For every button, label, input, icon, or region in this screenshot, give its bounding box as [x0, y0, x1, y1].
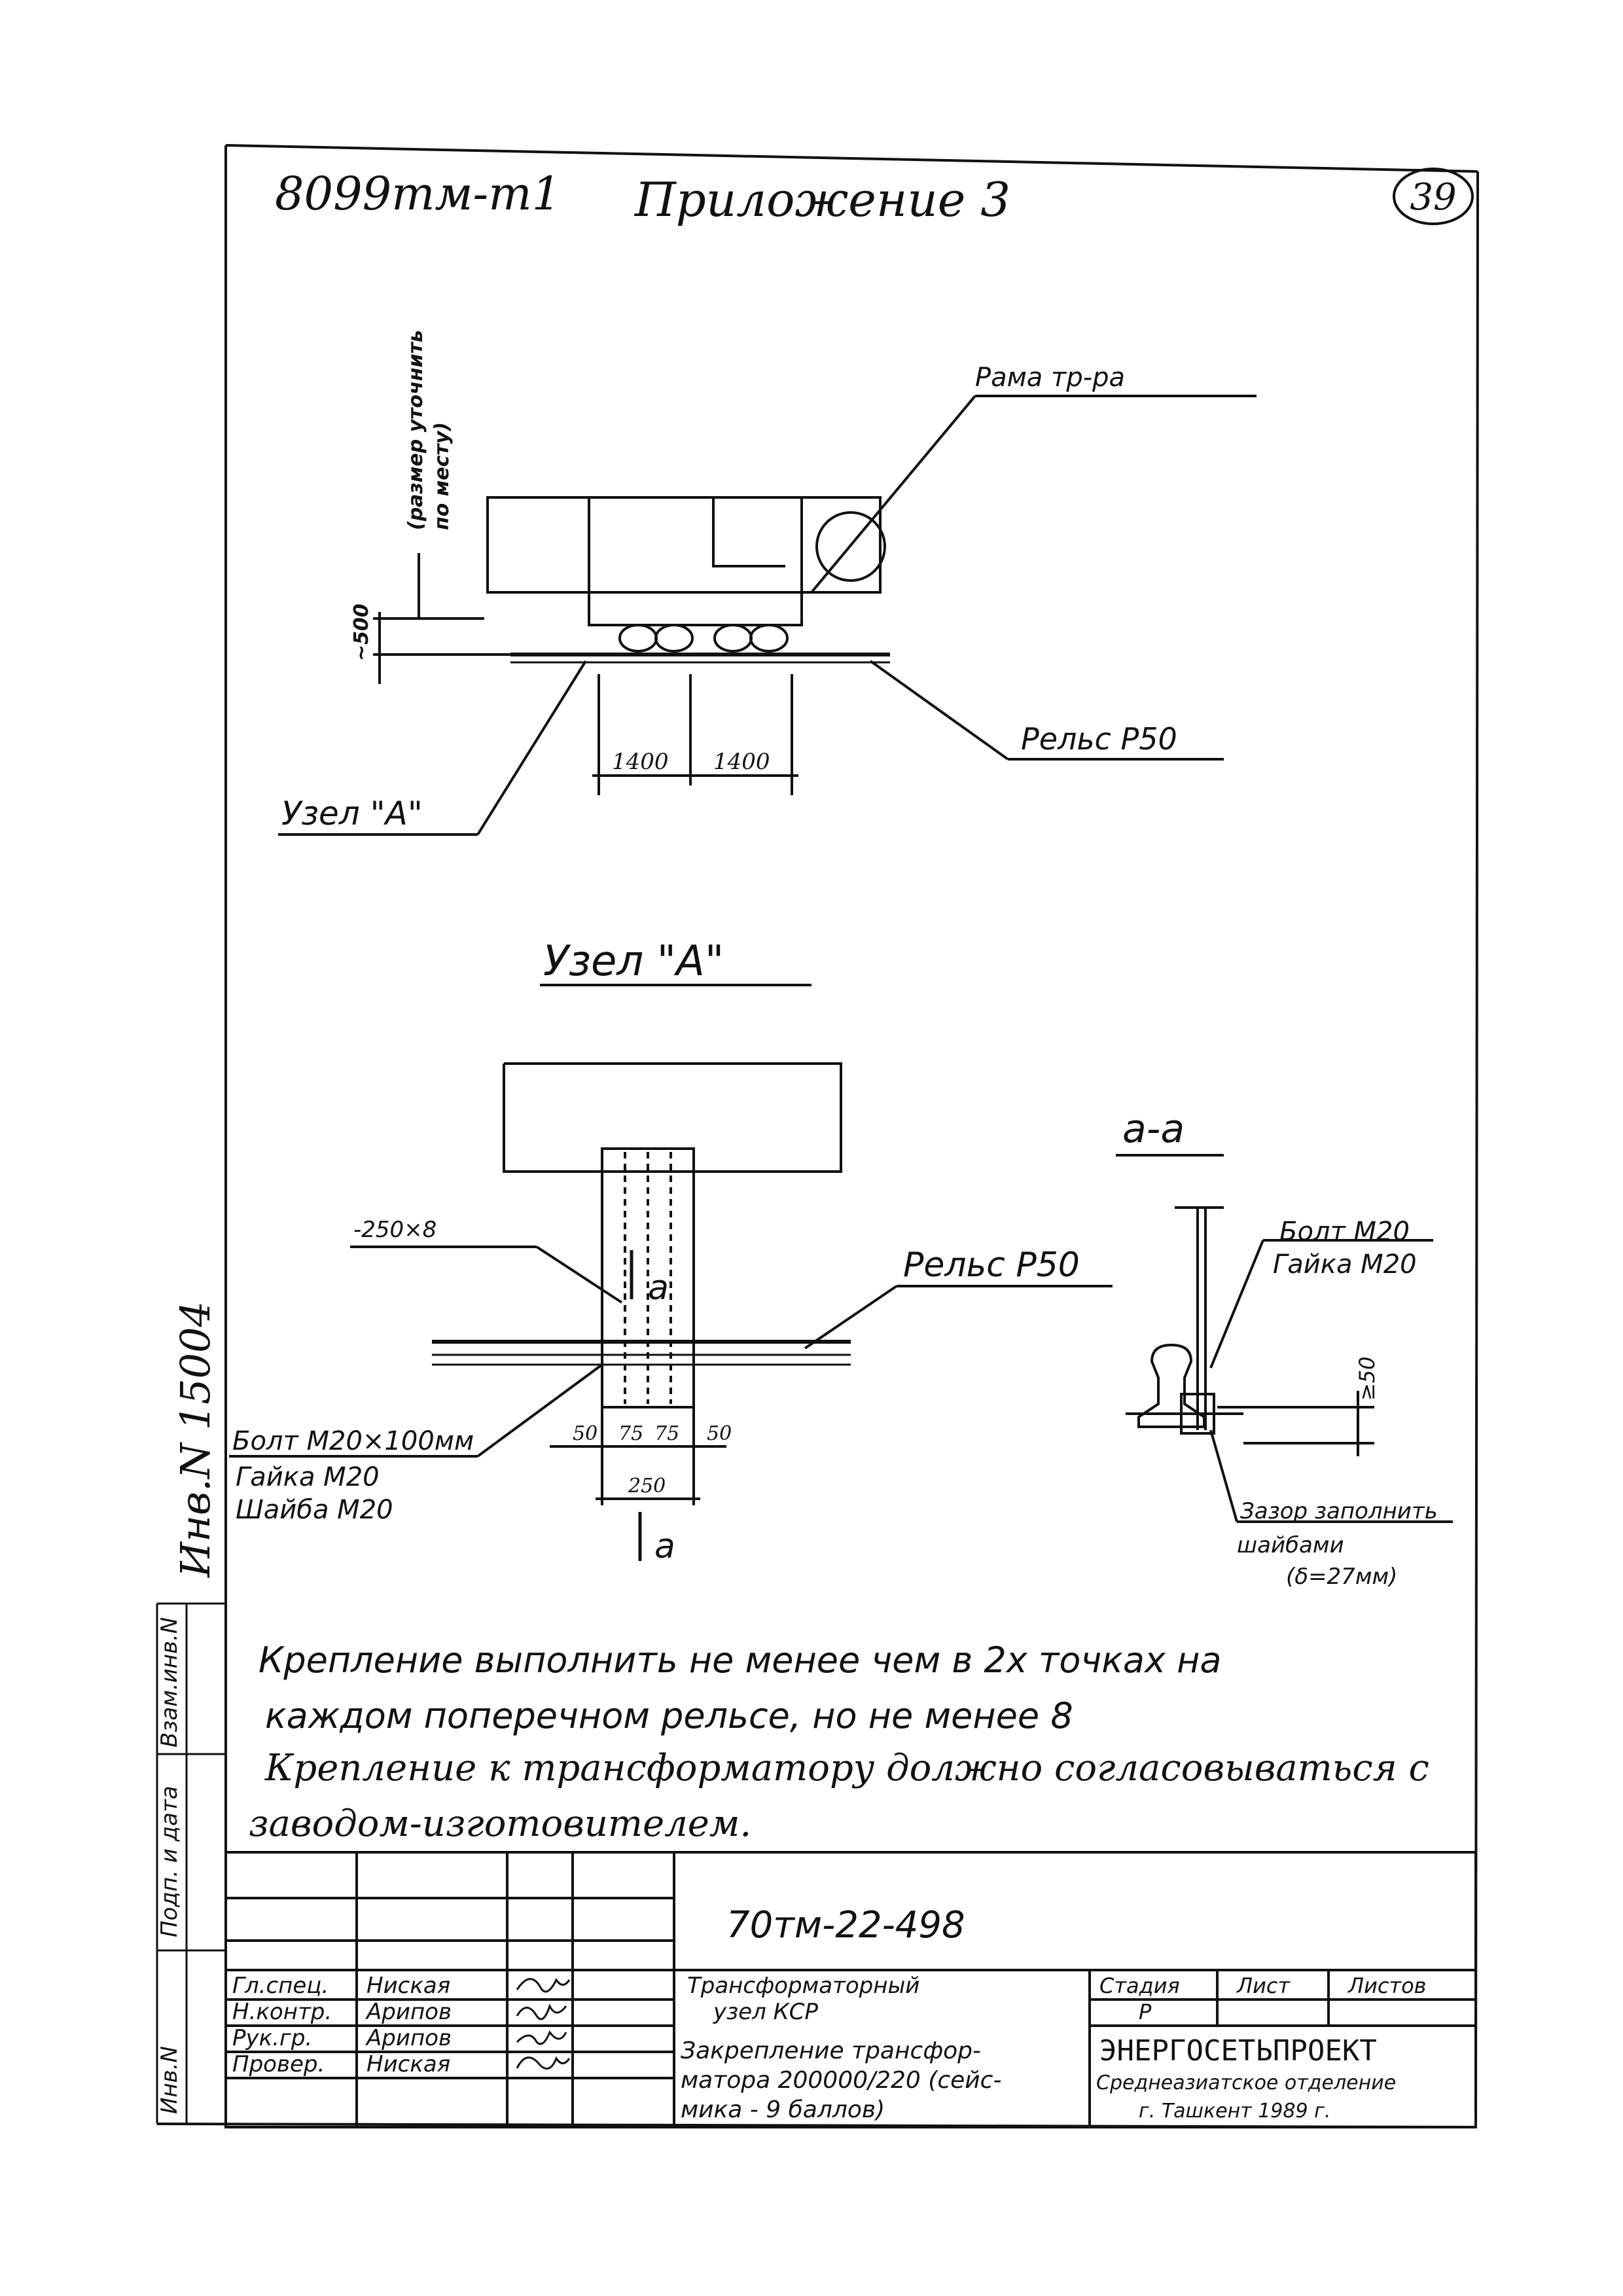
drawing-title-line2: матора 200000/220 (сейс- [681, 2067, 1001, 2094]
tb-name-2: Арипов [365, 2025, 452, 2051]
tb-role-0: Гл.спец. [232, 1973, 329, 1999]
appendix-title: Приложение 3 [633, 172, 1010, 227]
fastener-bolt: Болт М20×100мм [232, 1426, 474, 1456]
tb-role-3: Провер. [232, 2051, 325, 2077]
side-label-podp: Подп. и дата [156, 1785, 183, 1937]
org-branch: Среднеазиатское отделение [1096, 2072, 1396, 2094]
tb-role-1: Н.контр. [232, 1999, 332, 2025]
drawing-title-line3: мика - 9 баллов) [681, 2096, 885, 2123]
stage-value: Р [1139, 2000, 1152, 2024]
gap-note-line2: шайбами [1237, 1532, 1344, 1558]
label-rail-top: Рельс Р50 [1021, 721, 1177, 757]
page-number-circle [1393, 168, 1474, 225]
section-bolt: Болт М20 [1279, 1217, 1410, 1247]
label-frame: Рама тр-ра [975, 363, 1125, 393]
top-view-drawing [278, 395, 1257, 836]
section-aa-drawing [1126, 1206, 1453, 1523]
top-view-dim-left: ~500 [350, 603, 373, 661]
dim-50-left: 50 [573, 1422, 597, 1445]
section-nut: Гайка М20 [1273, 1249, 1417, 1280]
project-code: 70тм-22-498 [726, 1904, 965, 1946]
dim-75-a: 75 [618, 1422, 643, 1445]
tb-role-2: Рук.гр. [232, 2025, 312, 2051]
col-stage: Стадия [1099, 1973, 1180, 1998]
detail-plate-label: -250×8 [353, 1217, 437, 1243]
detail-title: Узел "А" [543, 937, 724, 986]
tb-name-3: Ниская [366, 2051, 450, 2077]
section-title: а-а [1122, 1106, 1185, 1152]
object-name-line2: узел КСР [713, 1999, 819, 2025]
signature-marks [516, 1978, 571, 2070]
side-label-inv: Инв.N [156, 2046, 183, 2114]
top-view-dim-1: 1400 [612, 749, 669, 775]
dim-75-b: 75 [654, 1422, 679, 1445]
org-city: г. Ташкент 1989 г. [1139, 2100, 1330, 2123]
detail-section-mark-upper: а [648, 1268, 669, 1308]
object-name-line1: Трансформаторный [687, 1973, 919, 1999]
top-view-note-line1: (размер уточнить [404, 330, 427, 530]
title-block-grid [224, 1851, 1477, 2128]
top-view-note-line2: по месту) [431, 422, 454, 530]
note-line-4: заводом-изготовителем. [249, 1803, 751, 1845]
section-dim-50: ≥50 [1355, 1356, 1380, 1401]
detail-section-mark-lower: а [654, 1527, 675, 1566]
side-label-vzam: Взам.инв.N [156, 1617, 183, 1748]
label-node-top: Узел "А" [281, 795, 423, 833]
detail-rail-label: Рельс Р50 [903, 1246, 1080, 1285]
col-sheet: Лист [1236, 1973, 1291, 1998]
org-name: ЭНЕРГОСЕТЬПРОЕКТ [1099, 2034, 1377, 2068]
top-view-dim-2: 1400 [713, 749, 770, 775]
inventory-stamp: Инв.N 15004 [171, 1301, 219, 1578]
dim-50-right: 50 [707, 1422, 732, 1445]
gap-note-line1: Зазор заполнить [1240, 1498, 1438, 1524]
note-line-3: Крепление к трансформатору должно соглас… [264, 1747, 1429, 1789]
drawing-title-line1: Закрепление трансфор- [681, 2037, 981, 2064]
page-number: 39 [1410, 176, 1456, 219]
fastener-washer: Шайба М20 [236, 1495, 393, 1525]
gap-note-line3: (δ=27мм) [1286, 1564, 1397, 1590]
note-line-1: Крепление выполнить не менее чем в 2х то… [259, 1640, 1222, 1681]
detail-a-drawing [229, 1062, 1113, 1561]
col-sheets: Листов [1347, 1973, 1427, 1998]
doc-number: 8099тм-т1 [275, 167, 561, 221]
tb-name-1: Арипов [365, 1999, 452, 2025]
dim-250: 250 [628, 1475, 666, 1498]
note-line-2: каждом поперечном рельсе, но не менее 8 [265, 1695, 1073, 1736]
left-side-strip [156, 1602, 226, 2124]
tb-name-0: Ниская [366, 1973, 450, 1999]
fastener-nut: Гайка М20 [236, 1462, 380, 1492]
